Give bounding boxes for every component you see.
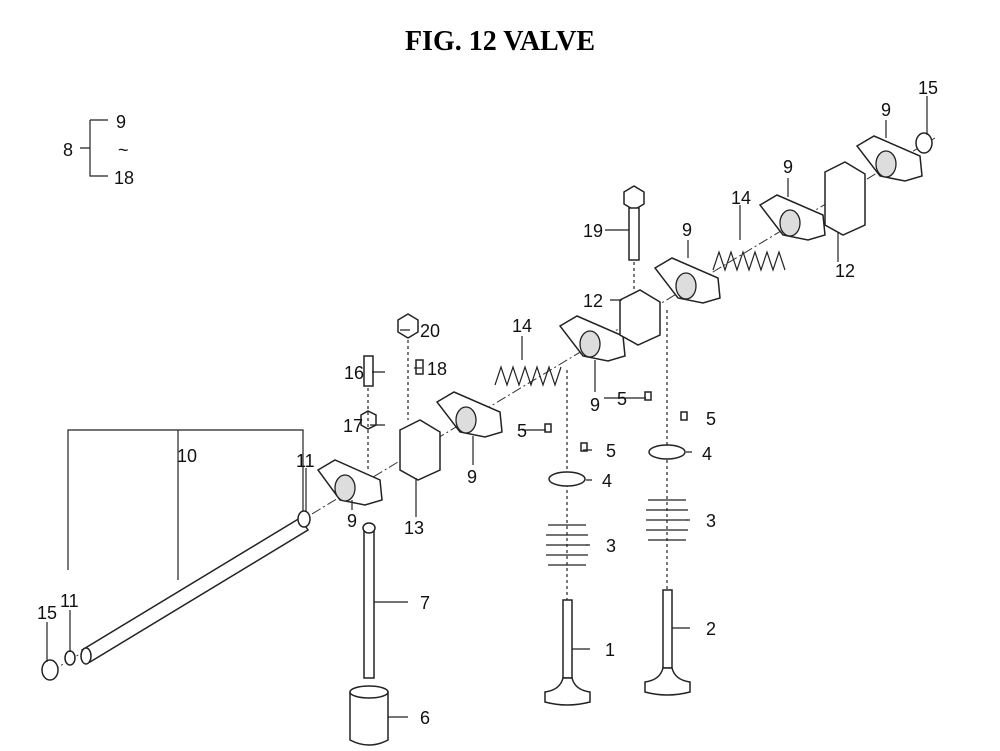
valve-assembly-exhaust	[644, 310, 691, 696]
callout-4: 4	[602, 471, 612, 491]
callout-3: 3	[606, 536, 616, 556]
callout-13: 13	[404, 518, 424, 538]
rocker-supports	[399, 161, 866, 481]
leader-lines	[46, 96, 928, 718]
callout-9: 9	[467, 467, 477, 487]
rocker-arms	[316, 135, 923, 506]
valve-cotters	[544, 391, 688, 452]
callout-5: 5	[706, 409, 716, 429]
callout-11: 11	[296, 451, 315, 471]
push-rod-and-tappet	[349, 522, 389, 746]
callout-18: 18	[427, 359, 447, 379]
callout-labels: 15 9 9 14 12 19 9 12 20 14 18 16 9 5 5 1…	[37, 78, 938, 728]
rocker-spring-part	[494, 365, 562, 387]
legend-last: 18	[114, 168, 134, 188]
callout-15: 15	[918, 78, 938, 98]
callout-9: 9	[590, 395, 600, 415]
circlip-part	[915, 132, 933, 154]
callout-1: 1	[605, 640, 615, 660]
callout-9: 9	[347, 511, 357, 531]
legend-range: ~	[118, 140, 129, 160]
plug-part	[297, 510, 311, 528]
callout-16: 16	[344, 363, 364, 383]
legend-bracket: 8 9 ~ 18	[63, 112, 134, 188]
callout-20: 20	[420, 321, 440, 341]
callout-7: 7	[420, 593, 430, 613]
callout-11: 11	[60, 591, 79, 611]
legend-first: 9	[116, 112, 126, 132]
callout-5: 5	[606, 441, 616, 461]
callout-6: 6	[420, 708, 430, 728]
callout-10: 10	[177, 446, 197, 466]
rocker-shaft	[67, 429, 310, 665]
callout-4: 4	[702, 444, 712, 464]
callout-14: 14	[512, 316, 532, 336]
valve-assembly-intake	[544, 370, 591, 706]
plug-part	[64, 650, 76, 666]
callout-19: 19	[583, 221, 603, 241]
callout-12: 12	[835, 261, 855, 281]
callout-5: 5	[517, 421, 527, 441]
callout-9: 9	[682, 220, 692, 240]
callout-17: 17	[343, 416, 363, 436]
legend-parent: 8	[63, 140, 73, 160]
callout-9: 9	[881, 100, 891, 120]
figure-title: FIG. 12 VALVE	[404, 26, 596, 57]
circlip-part	[41, 659, 59, 681]
callout-2: 2	[706, 619, 716, 639]
callout-14: 14	[731, 188, 751, 208]
callout-5: 5	[617, 389, 627, 409]
callout-12: 12	[583, 291, 603, 311]
callout-9: 9	[783, 157, 793, 177]
rocker-spring-part	[712, 250, 786, 272]
callout-3: 3	[706, 511, 716, 531]
callout-15: 15	[37, 603, 57, 623]
